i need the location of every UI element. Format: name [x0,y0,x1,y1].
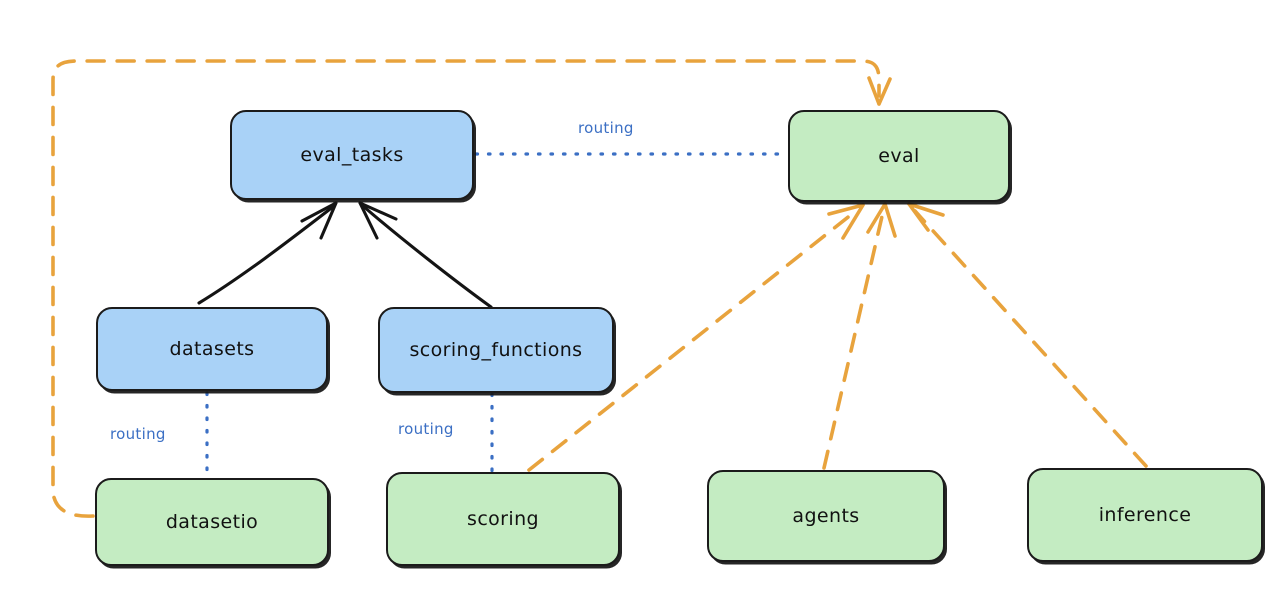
node-datasets[interactable]: datasets [96,307,328,391]
edge-label-routing-datasets-datasetio: routing [110,425,166,443]
edge-scoring-to-eval [527,203,865,472]
edge-agents-to-eval [822,202,897,470]
edge-scoring_functions-to-eval_tasks [358,201,493,309]
node-eval[interactable]: eval [788,110,1010,202]
edge-datasetio-to-eval [51,59,892,518]
node-label: agents [792,505,860,527]
edge-inference-to-eval [907,202,1148,468]
edge-label-routing-eval_tasks-eval: routing [578,119,634,137]
node-agents[interactable]: agents [707,470,945,562]
node-label: inference [1098,504,1192,526]
edge-datasets-to-eval_tasks [197,201,338,305]
node-label: eval [878,145,920,167]
node-eval_tasks[interactable]: eval_tasks [230,110,474,200]
node-scoring[interactable]: scoring [386,472,620,566]
node-label: datasetio [165,511,259,533]
node-label: eval_tasks [300,144,404,166]
node-label: scoring_functions [409,339,583,361]
node-scoring_functions[interactable]: scoring_functions [378,307,614,393]
node-label: scoring [467,508,539,530]
node-datasetio[interactable]: datasetio [95,478,329,566]
node-label: datasets [169,338,255,360]
node-inference[interactable]: inference [1027,468,1263,562]
edge-label-routing-scoring_functions-scoring: routing [398,420,454,438]
